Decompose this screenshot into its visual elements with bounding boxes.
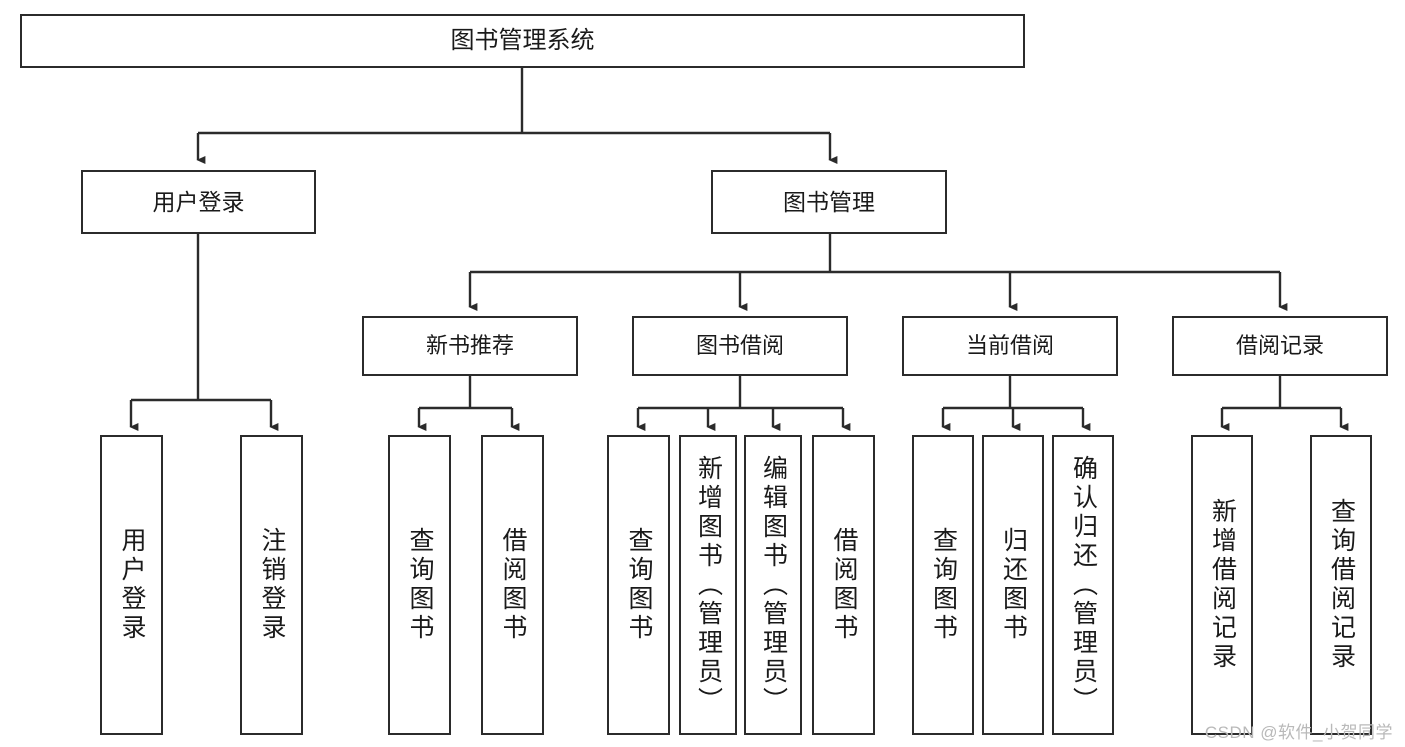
node-user-login[interactable]: 用户登录 — [81, 170, 316, 234]
leaf-user-login-login-label: 用户登录 — [118, 527, 146, 643]
leaf-current-query-book-label: 查询图书 — [929, 527, 958, 643]
node-current-borrow-label: 当前借阅 — [965, 333, 1054, 359]
leaf-borrow-add-book[interactable]: 新增图书（管理员） — [679, 435, 737, 735]
leaf-borrow-add-book-label: 新增图书（管理员） — [694, 454, 723, 716]
leaf-borrow-query-book-label: 查询图书 — [625, 527, 653, 643]
leaf-borrow-edit-book-label: 编辑图书（管理员） — [759, 454, 788, 716]
leaf-recommend-borrow-book[interactable]: 借阅图书 — [481, 435, 544, 735]
leaf-user-login-logout[interactable]: 注销登录 — [240, 435, 303, 735]
node-new-book-recommend-label: 新书推荐 — [425, 333, 514, 359]
leaf-current-query-book[interactable]: 查询图书 — [912, 435, 974, 735]
leaf-records-query-record-label: 查询借阅记录 — [1327, 498, 1356, 672]
leaf-user-login-login[interactable]: 用户登录 — [100, 435, 163, 735]
node-new-book-recommend[interactable]: 新书推荐 — [362, 316, 578, 376]
leaf-user-login-logout-label: 注销登录 — [258, 527, 286, 643]
node-book-management-label: 图书管理 — [783, 188, 875, 215]
node-book-management[interactable]: 图书管理 — [711, 170, 947, 234]
leaf-records-query-record[interactable]: 查询借阅记录 — [1310, 435, 1372, 735]
leaf-current-confirm-return[interactable]: 确认归还（管理员） — [1052, 435, 1114, 735]
leaf-borrow-query-book[interactable]: 查询图书 — [607, 435, 670, 735]
leaf-records-add-record-label: 新增借阅记录 — [1208, 498, 1237, 672]
node-borrow-records-label: 借阅记录 — [1235, 333, 1324, 359]
leaf-borrow-edit-book[interactable]: 编辑图书（管理员） — [744, 435, 802, 735]
node-book-borrow-label: 图书借阅 — [695, 333, 784, 359]
leaf-recommend-query-book-label: 查询图书 — [406, 527, 434, 643]
watermark-text: CSDN @软件_小贺同学 — [1204, 723, 1393, 742]
node-borrow-records[interactable]: 借阅记录 — [1172, 316, 1388, 376]
leaf-current-return-book[interactable]: 归还图书 — [982, 435, 1044, 735]
leaf-recommend-borrow-book-label: 借阅图书 — [499, 527, 527, 643]
node-root[interactable]: 图书管理系统 — [20, 14, 1025, 68]
leaf-records-add-record[interactable]: 新增借阅记录 — [1191, 435, 1253, 735]
leaf-current-confirm-return-label: 确认归还（管理员） — [1069, 454, 1098, 716]
leaf-recommend-query-book[interactable]: 查询图书 — [388, 435, 451, 735]
node-current-borrow[interactable]: 当前借阅 — [902, 316, 1118, 376]
node-book-borrow[interactable]: 图书借阅 — [632, 316, 848, 376]
node-user-login-label: 用户登录 — [152, 188, 245, 215]
leaf-borrow-borrow-book-label: 借阅图书 — [830, 527, 858, 643]
node-root-label: 图书管理系统 — [450, 27, 595, 55]
leaf-borrow-borrow-book[interactable]: 借阅图书 — [812, 435, 875, 735]
leaf-current-return-book-label: 归还图书 — [999, 527, 1028, 643]
